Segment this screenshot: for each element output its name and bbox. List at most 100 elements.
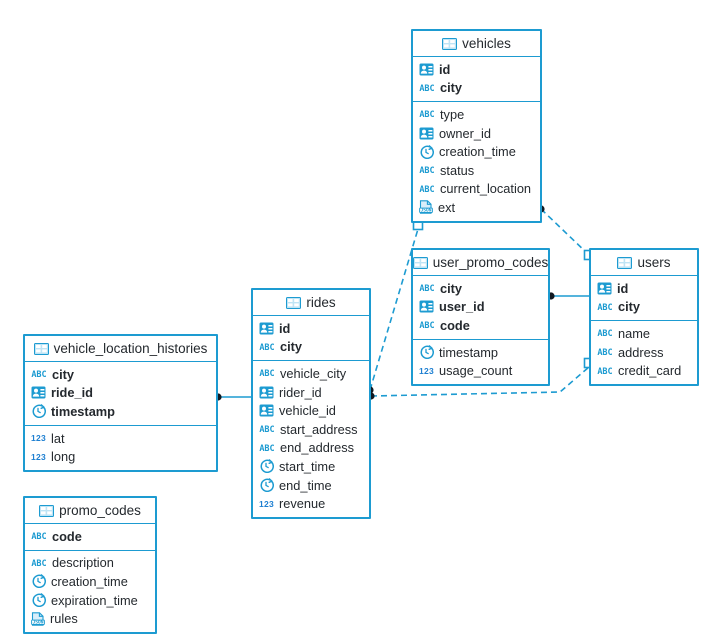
column-row[interactable]: ABC city: [413, 279, 548, 298]
primary-key-section: ABC code: [25, 524, 155, 550]
column-row[interactable]: vehicle_id: [253, 401, 369, 420]
svg-text:ABC: ABC: [259, 444, 274, 453]
clock-icon: [419, 345, 434, 360]
clock-icon: [31, 593, 46, 608]
column-name: vehicle_id: [279, 403, 336, 419]
column-row[interactable]: user_id: [413, 298, 548, 317]
id-card-icon: [419, 127, 434, 140]
column-name: end_address: [280, 440, 354, 456]
column-row[interactable]: ABC name: [591, 324, 697, 343]
table-vehicle_location_histories[interactable]: vehicle_location_histories ABC city ride…: [23, 334, 218, 472]
svg-text:ABC: ABC: [597, 367, 612, 376]
column-row[interactable]: ABC description: [25, 554, 155, 573]
column-name: city: [280, 339, 303, 355]
abc-icon: ABC: [259, 342, 275, 352]
clock-icon: [31, 404, 46, 419]
table-users[interactable]: users id ABC city ABC name ABC address A…: [589, 248, 699, 386]
column-row[interactable]: ABC status: [413, 161, 540, 180]
columns-section: ABC vehicle_city rider_id vehicle_id ABC…: [253, 360, 369, 517]
svg-text:ABC: ABC: [31, 370, 46, 379]
column-row[interactable]: ride_id: [25, 384, 216, 403]
table-promo_codes[interactable]: promo_codes ABC code ABC description cre…: [23, 496, 157, 634]
table-header-rides[interactable]: rides: [253, 290, 369, 316]
table-name: promo_codes: [59, 503, 141, 518]
column-row[interactable]: ABC current_location: [413, 180, 540, 199]
primary-key-section: id ABC city: [591, 276, 697, 320]
column-row[interactable]: ABC address: [591, 343, 697, 362]
abc-icon: ABC: [31, 369, 47, 379]
id-card-icon: [259, 322, 274, 335]
column-row[interactable]: ABC vehicle_city: [253, 364, 369, 383]
column-row[interactable]: ABC end_address: [253, 439, 369, 458]
svg-text:ABC: ABC: [259, 343, 274, 352]
column-name: address: [618, 344, 664, 360]
column-row[interactable]: ABC city: [413, 79, 540, 98]
column-row[interactable]: start_time: [253, 457, 369, 476]
column-name: code: [440, 317, 470, 333]
table-name: vehicles: [462, 36, 511, 51]
clock-icon: [31, 574, 46, 589]
column-row[interactable]: timestamp: [25, 402, 216, 421]
relationship-vehicle_location_histories-rides[interactable]: [214, 393, 251, 401]
column-name: code: [52, 528, 82, 544]
svg-text:ABC: ABC: [259, 425, 274, 434]
column-row[interactable]: owner_id: [413, 124, 540, 143]
number-123-icon: 123: [31, 433, 47, 444]
column-row[interactable]: id: [413, 60, 540, 79]
table-vehicles[interactable]: vehicles id ABC city ABC type owner_id c…: [411, 29, 542, 223]
column-name: credit_card: [618, 363, 682, 379]
column-row[interactable]: creation_time: [25, 572, 155, 591]
table-header-vehicles[interactable]: vehicles: [413, 31, 540, 57]
svg-text:ABC: ABC: [419, 110, 434, 119]
column-row[interactable]: rider_id: [253, 383, 369, 402]
svg-text:ABC: ABC: [259, 369, 274, 378]
column-row[interactable]: timestamp: [413, 343, 548, 362]
id-card-icon: [31, 386, 46, 399]
abc-icon: ABC: [31, 558, 47, 568]
column-name: expiration_time: [51, 592, 138, 608]
column-row[interactable]: ABC city: [25, 365, 216, 384]
column-row[interactable]: end_time: [253, 476, 369, 495]
table-user_promo_codes[interactable]: user_promo_codes ABC city user_id ABC co…: [411, 248, 550, 386]
column-row[interactable]: JSON ext: [413, 198, 540, 217]
column-row[interactable]: ABC code: [413, 316, 548, 335]
table-header-user_promo_codes[interactable]: user_promo_codes: [412, 250, 549, 276]
table-icon: [412, 256, 428, 269]
column-name: vehicle_city: [280, 365, 347, 381]
svg-text:JSON: JSON: [420, 208, 431, 214]
svg-text:ABC: ABC: [597, 348, 612, 357]
column-row[interactable]: ABC city: [591, 298, 697, 317]
relationship-user_promo_codes-users[interactable]: [547, 292, 589, 300]
column-row[interactable]: id: [591, 279, 697, 298]
column-name: status: [440, 162, 475, 178]
table-header-promo_codes[interactable]: promo_codes: [25, 498, 155, 524]
column-name: id: [439, 61, 451, 77]
svg-text:ABC: ABC: [419, 185, 434, 194]
column-row[interactable]: ABC code: [25, 527, 155, 546]
table-name: vehicle_location_histories: [53, 341, 208, 356]
table-icon: [39, 504, 55, 517]
table-header-vehicle_location_histories[interactable]: vehicle_location_histories: [25, 336, 216, 362]
table-header-users[interactable]: users: [591, 250, 697, 276]
column-name: start_address: [280, 421, 358, 437]
column-row[interactable]: expiration_time: [25, 591, 155, 610]
table-name: user_promo_codes: [432, 255, 549, 270]
table-rides[interactable]: rides id ABC city ABC vehicle_city rider…: [251, 288, 371, 519]
column-row[interactable]: ABC start_address: [253, 420, 369, 439]
column-name: owner_id: [439, 125, 491, 141]
column-row[interactable]: JSON rules: [25, 609, 155, 628]
column-row[interactable]: ABC city: [253, 338, 369, 357]
column-name: start_time: [279, 458, 336, 474]
clock-icon: [419, 144, 434, 159]
column-row[interactable]: id: [253, 319, 369, 338]
column-row[interactable]: creation_time: [413, 142, 540, 161]
svg-text:ABC: ABC: [597, 303, 612, 312]
column-row[interactable]: ABC type: [413, 105, 540, 124]
column-row[interactable]: ABC credit_card: [591, 361, 697, 380]
table-icon: [442, 37, 458, 50]
